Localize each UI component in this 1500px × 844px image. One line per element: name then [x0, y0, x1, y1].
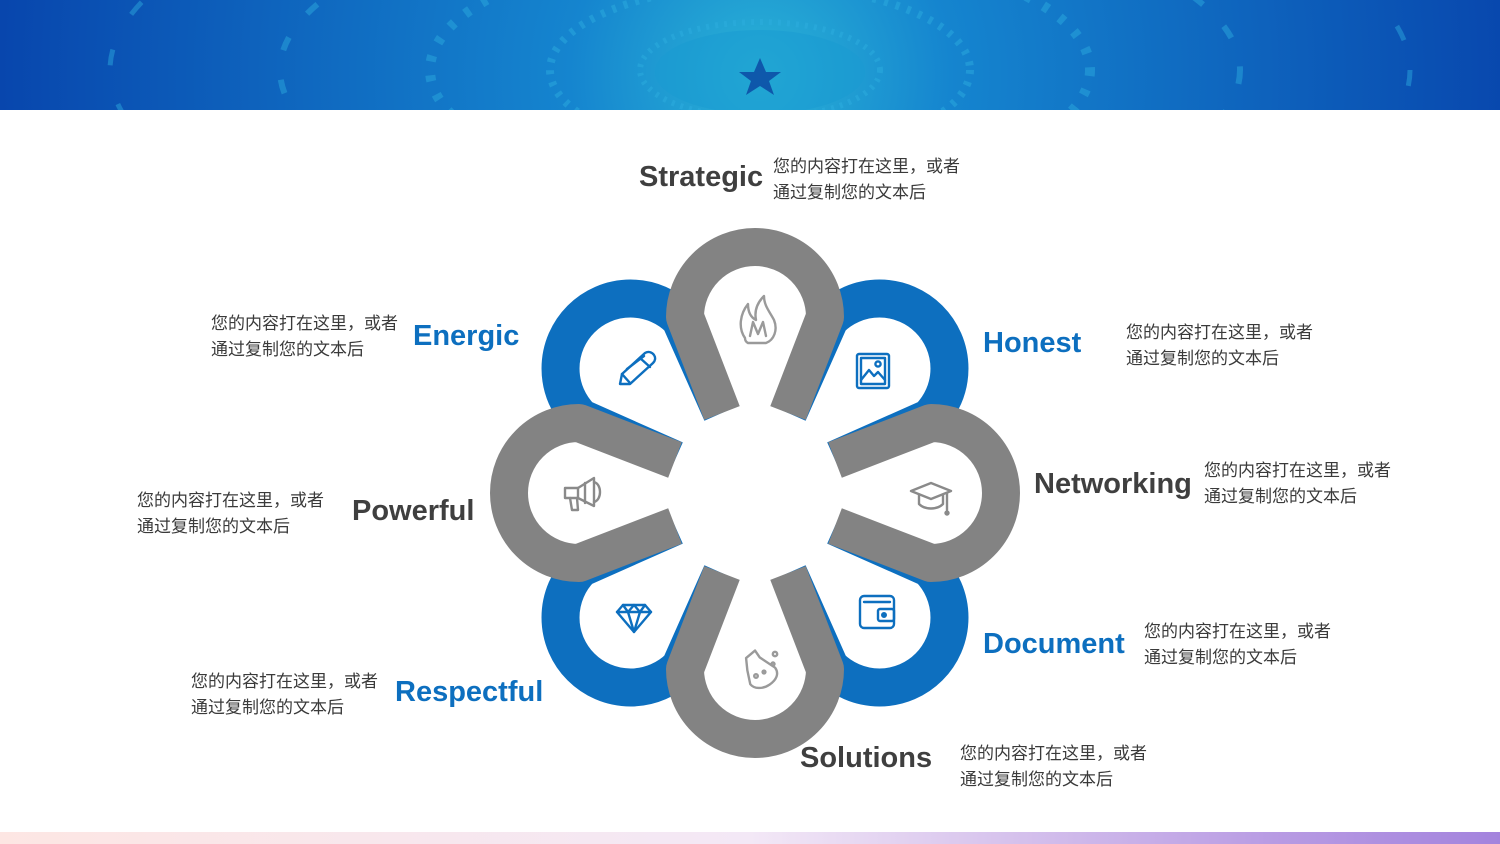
label-solutions: Solutions [800, 742, 933, 774]
label-respectful: Respectful [395, 676, 544, 708]
petal-loop [541, 279, 740, 478]
petal-loop [666, 566, 844, 758]
picture-icon [855, 352, 891, 390]
megaphone-icon [563, 476, 602, 512]
petal-loop [666, 228, 844, 420]
desc-energic: 您的内容打在这里，或者通过复制您的文本后 [211, 314, 398, 360]
graduation-cap-icon [909, 481, 953, 516]
label-strategic: Strategic [639, 161, 764, 193]
label-networking: Networking [1034, 468, 1192, 500]
footer-gradient-bar [0, 832, 1500, 844]
label-energic: Energic [413, 320, 520, 352]
desc-honest: 您的内容打在这里，或者通过复制您的文本后 [1126, 323, 1313, 369]
desc-document: 您的内容打在这里，或者通过复制您的文本后 [1144, 622, 1331, 668]
label-powerful: Powerful [352, 495, 475, 527]
petal-loop [770, 508, 969, 707]
header-banner [0, 0, 1500, 110]
desc-solutions: 您的内容打在这里，或者通过复制您的文本后 [960, 744, 1147, 790]
wallet-icon [858, 594, 896, 630]
desc-networking: 您的内容打在这里，或者通过复制您的文本后 [1204, 461, 1391, 507]
petal-loop [490, 404, 682, 582]
desc-strategic: 您的内容打在这里，或者通过复制您的文本后 [773, 157, 960, 203]
label-honest: Honest [983, 327, 1082, 359]
star-icon [739, 58, 781, 95]
petal-loop [770, 279, 969, 478]
label-document: Document [983, 628, 1125, 660]
desc-powerful: 您的内容打在这里，或者通过复制您的文本后 [137, 491, 324, 537]
pencil-icon [618, 350, 657, 386]
fire-icon [739, 294, 777, 345]
diamond-icon [615, 603, 653, 634]
flask-icon [744, 649, 779, 690]
desc-respectful: 您的内容打在这里，或者通过复制您的文本后 [191, 672, 378, 718]
petal-loop [541, 508, 740, 707]
petal-loop [828, 404, 1020, 582]
